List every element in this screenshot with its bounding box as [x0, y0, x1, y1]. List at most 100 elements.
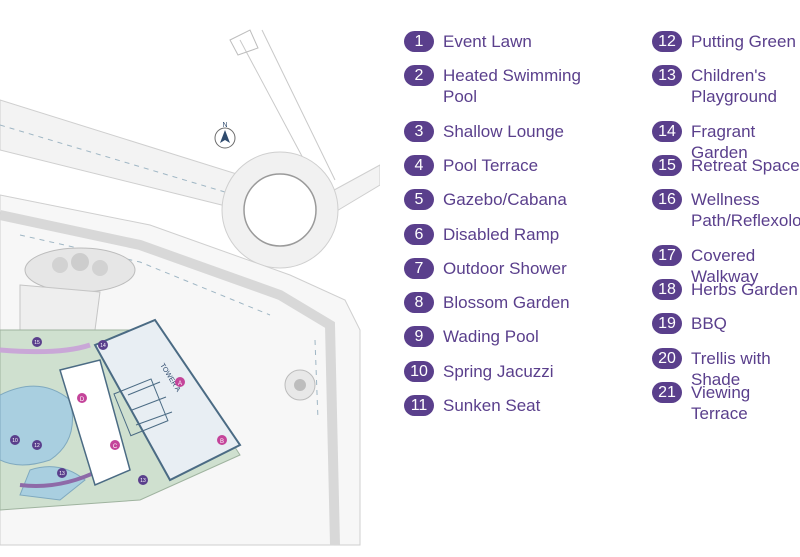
swimming-pool — [0, 385, 73, 466]
tower-a-building — [93, 318, 242, 482]
legend-number-badge: 14 — [652, 121, 682, 142]
roundabout-island — [243, 173, 317, 247]
wellness-path — [0, 342, 91, 355]
legend-label: Sunken Seat — [443, 396, 541, 415]
road-arrow-line — [0, 124, 236, 196]
legend-label: Gazebo/Cabana — [443, 190, 567, 209]
marker-b — [217, 435, 227, 445]
map-marker-13a — [57, 468, 67, 478]
marker-a-label: A — [178, 381, 182, 387]
legend-number-badge: 1 — [404, 31, 434, 52]
legend-number-badge: 20 — [652, 348, 682, 369]
legend-number-badge: 9 — [404, 326, 434, 347]
legend-label: Shallow Lounge — [443, 122, 564, 141]
legend-label: Wellness Path/Reflexology — [691, 190, 800, 230]
north-arrow-pointer — [220, 130, 230, 143]
driveway-arrows — [19, 234, 271, 316]
legend-label: Pool Terrace — [443, 156, 539, 175]
driveway-arrows-right — [314, 339, 319, 421]
legend-item-3: 3 Shallow Lounge — [404, 121, 564, 142]
legend-item-14: 14 Fragrant Garden — [652, 121, 800, 163]
map-marker-12 — [32, 440, 42, 450]
legend-number-badge: 3 — [404, 121, 434, 142]
legend-number-badge: 17 — [652, 245, 682, 266]
map-marker-10-label: 10 — [12, 438, 18, 444]
legend-number-badge: 18 — [652, 279, 682, 300]
legend-label: Trellis with Shade — [691, 349, 771, 389]
marker-d-label: D — [80, 397, 85, 403]
legend-item-19: 19 BBQ — [652, 313, 727, 334]
map-marker-12-label: 12 — [34, 443, 40, 449]
legend-number-badge: 7 — [404, 258, 434, 279]
map-marker-10 — [10, 435, 20, 445]
legend-number-badge: 10 — [404, 361, 434, 382]
north-label: N — [222, 122, 227, 129]
legend-label: Covered Walkway — [691, 246, 759, 286]
tree — [52, 257, 68, 273]
legend-number-badge: 15 — [652, 155, 682, 176]
legend-number-badge: 21 — [652, 382, 682, 403]
legend-number-badge: 16 — [652, 189, 682, 210]
tree — [92, 260, 108, 276]
legend-item-4: 4 Pool Terrace — [404, 155, 538, 176]
legend-label: Wading Pool — [443, 327, 539, 346]
legend-label: Putting Green — [691, 32, 796, 51]
legend-number-badge: 12 — [652, 31, 682, 52]
map-marker-14 — [98, 340, 108, 350]
legend-item-5: 5 Gazebo/Cabana — [404, 189, 567, 210]
lift-core-line — [127, 381, 161, 396]
legend-item-10: 10 Spring Jacuzzi — [404, 361, 554, 382]
legend-number-badge: 13 — [652, 65, 682, 86]
marker-a — [175, 377, 185, 387]
legend-label: Disabled Ramp — [443, 225, 560, 244]
map-marker-14-label: 14 — [100, 343, 106, 349]
road-edge — [261, 29, 336, 181]
legend-label: Event Lawn — [443, 32, 532, 51]
legend-label: Children's Playground — [691, 66, 778, 106]
legend-item-8: 8 Blossom Garden — [404, 292, 570, 313]
legend-number-badge: 19 — [652, 313, 682, 334]
legend-item-7: 7 Outdoor Shower — [404, 258, 567, 279]
legend-item-9: 9 Wading Pool — [404, 326, 539, 347]
tree — [71, 253, 89, 271]
site-plan-svg: N TOWER A A — [0, 29, 381, 546]
marker-c — [110, 440, 120, 450]
map-marker-13b-label: 13 — [140, 478, 146, 484]
legend-item-17: 17 Covered Walkway — [652, 245, 800, 287]
legend-number-badge: 2 — [404, 65, 434, 86]
lift-core-line — [131, 396, 167, 411]
legend-label: Retreat Space — [691, 156, 800, 175]
legend-label: Blossom Garden — [443, 293, 570, 312]
road-end — [229, 29, 259, 56]
legend-item-21: 21 Viewing Terrace — [652, 382, 800, 424]
map-marker-15-label: 15 — [34, 340, 40, 346]
legend-label: Viewing Terrace — [691, 383, 751, 423]
legend-item-2: 2 Heated Swimming Pool — [404, 65, 581, 107]
marker-d — [77, 393, 87, 403]
legend-label: Spring Jacuzzi — [443, 362, 554, 381]
legend-number-badge: 6 — [404, 224, 434, 245]
legend-label: Fragrant Garden — [691, 122, 756, 162]
legend-label: Outdoor Shower — [443, 259, 567, 278]
legend-item-18: 18 Herbs Garden — [652, 279, 798, 300]
marker-c-label: C — [113, 444, 118, 450]
lift-core-line — [135, 411, 173, 426]
planter-center — [294, 379, 306, 391]
map-marker-13b — [138, 475, 148, 485]
legend-item-6: 6 Disabled Ramp — [404, 224, 559, 245]
legend-item-20: 20 Trellis with Shade — [652, 348, 800, 390]
legend-label: BBQ — [691, 314, 727, 333]
legend-number-badge: 5 — [404, 189, 434, 210]
map-marker-13a-label: 13 — [59, 471, 65, 477]
marker-b-label: B — [220, 439, 224, 445]
site-plan-map: N TOWER A A — [0, 0, 381, 552]
legend-item-15: 15 Retreat Space — [652, 155, 800, 176]
legend-item-13: 13 Children's Playground — [652, 65, 777, 107]
legend-item-11: 11 Sunken Seat — [404, 395, 540, 416]
legend-item-16: 16 Wellness Path/Reflexology — [652, 189, 800, 231]
legend-label: Heated Swimming Pool — [443, 66, 581, 106]
clubhouse-building — [59, 359, 131, 487]
legend-number-badge: 11 — [404, 395, 434, 416]
map-marker-15 — [32, 337, 42, 347]
